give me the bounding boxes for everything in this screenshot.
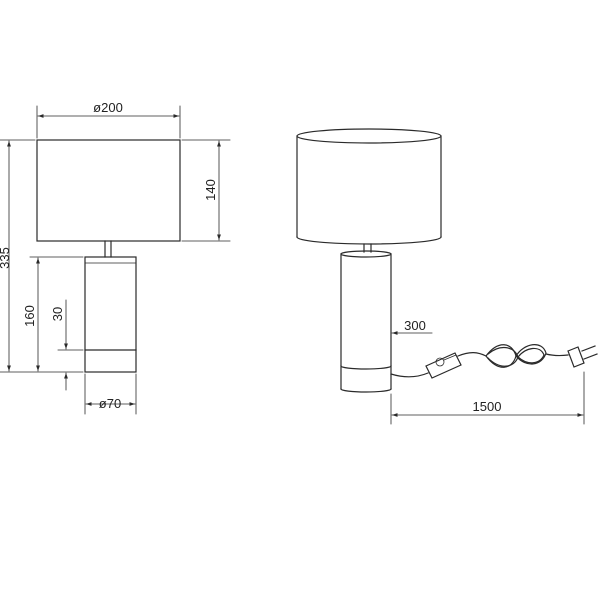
total-height-label: 335 bbox=[0, 247, 12, 269]
shade-top-ellipse bbox=[296, 128, 442, 144]
dimension-base-diameter: ø70 bbox=[84, 373, 137, 415]
front-base bbox=[84, 256, 137, 373]
cable-to-coil bbox=[457, 352, 487, 357]
dimension-shade-diameter: ø200 bbox=[36, 100, 181, 139]
base-ring-height-label: 30 bbox=[50, 307, 65, 321]
base-ring-curve bbox=[340, 365, 392, 370]
coiled-cable-icon bbox=[485, 344, 569, 368]
shade-height-label: 140 bbox=[203, 179, 218, 201]
front-view bbox=[36, 139, 181, 373]
base-bottom-curve bbox=[340, 388, 392, 393]
dimension-cable-length: 1500 bbox=[390, 371, 585, 425]
shade-diameter-label: ø200 bbox=[93, 100, 123, 115]
base-top-ellipse bbox=[340, 250, 392, 258]
perspective-view bbox=[296, 128, 598, 393]
switch-distance-label: 300 bbox=[404, 318, 426, 333]
dimension-total-height: 335 bbox=[0, 139, 84, 373]
shade-bottom-curve bbox=[296, 236, 442, 245]
dimension-shade-height: 140 bbox=[181, 139, 231, 242]
front-shade bbox=[36, 139, 181, 242]
dimension-base-height: 160 bbox=[22, 256, 84, 372]
dimension-base-ring-height: 30 bbox=[50, 299, 84, 391]
cable-length-label: 1500 bbox=[473, 399, 502, 414]
plug-icon bbox=[567, 345, 598, 368]
inline-switch-icon bbox=[425, 352, 462, 379]
base-height-label: 160 bbox=[22, 305, 37, 327]
dimension-switch-distance: 300 bbox=[391, 318, 433, 335]
base-diameter-label: ø70 bbox=[99, 396, 121, 411]
cable-to-switch bbox=[390, 372, 429, 378]
